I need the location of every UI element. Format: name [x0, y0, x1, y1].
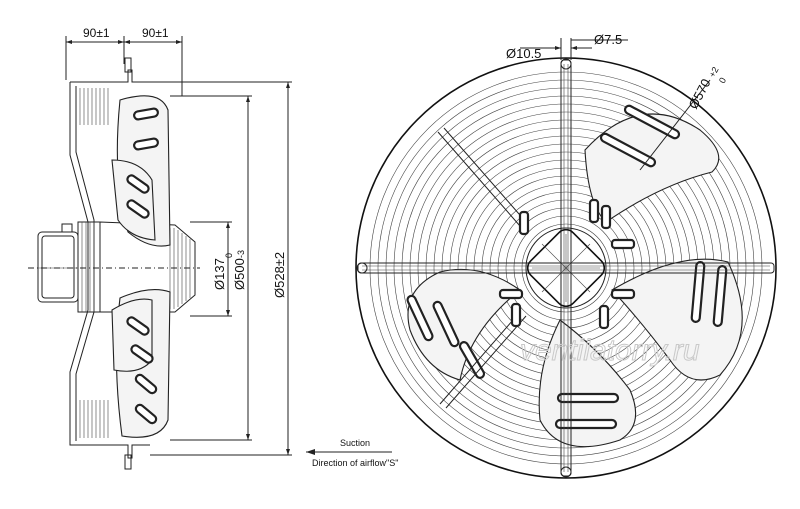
dim-mount-tol-top: +2	[707, 65, 721, 79]
airflow-direction-label: Direction of airflow"S"	[312, 458, 398, 468]
dim-mount-diameter: Ø570	[685, 76, 713, 111]
watermark-text: ventilatorry.ru	[520, 334, 700, 367]
dim-blade-diameter: Ø500	[232, 258, 247, 290]
rotor-hub	[99, 221, 196, 313]
airflow-suction-label: Suction	[340, 438, 370, 448]
mount-hole-top	[560, 58, 572, 70]
dim-mount-tol-bottom: 0	[717, 76, 728, 85]
mount-hole-bottom	[560, 466, 572, 478]
front-blade-right	[611, 258, 743, 381]
guard-stripes-bottom	[79, 400, 109, 438]
dim-90-right: 90±1	[142, 26, 169, 40]
front-hub-fins	[498, 198, 636, 330]
dim-hub-diameter: Ø137	[212, 258, 227, 290]
bolt-bottom	[124, 454, 132, 470]
mount-hole-left	[356, 262, 368, 274]
side-view: 90±1 90±1	[28, 26, 398, 470]
dim-blade-tol-bottom: -3	[236, 250, 246, 258]
front-hub-ring	[525, 227, 607, 309]
dim-hole-small: Ø7.5	[594, 32, 622, 47]
outer-ring	[355, 57, 777, 479]
guard-stripes-top	[79, 88, 109, 125]
dim-lines-vertical	[150, 81, 292, 456]
bolt-top	[124, 57, 132, 73]
motor-fins	[81, 222, 95, 312]
dim-hole-large: Ø10.5	[506, 46, 541, 61]
dim-guard-diameter: Ø528±2	[272, 252, 287, 298]
motor-housing	[37, 231, 79, 303]
dim-blade-tol-top: 0	[224, 253, 234, 258]
dim-90-left: 90±1	[83, 26, 110, 40]
front-blade-bottom	[538, 319, 637, 448]
front-blade-left	[407, 268, 521, 381]
front-view: Ø10.5 Ø7.5 Ø570 +2 0 ventilatorry.ru	[355, 32, 777, 479]
